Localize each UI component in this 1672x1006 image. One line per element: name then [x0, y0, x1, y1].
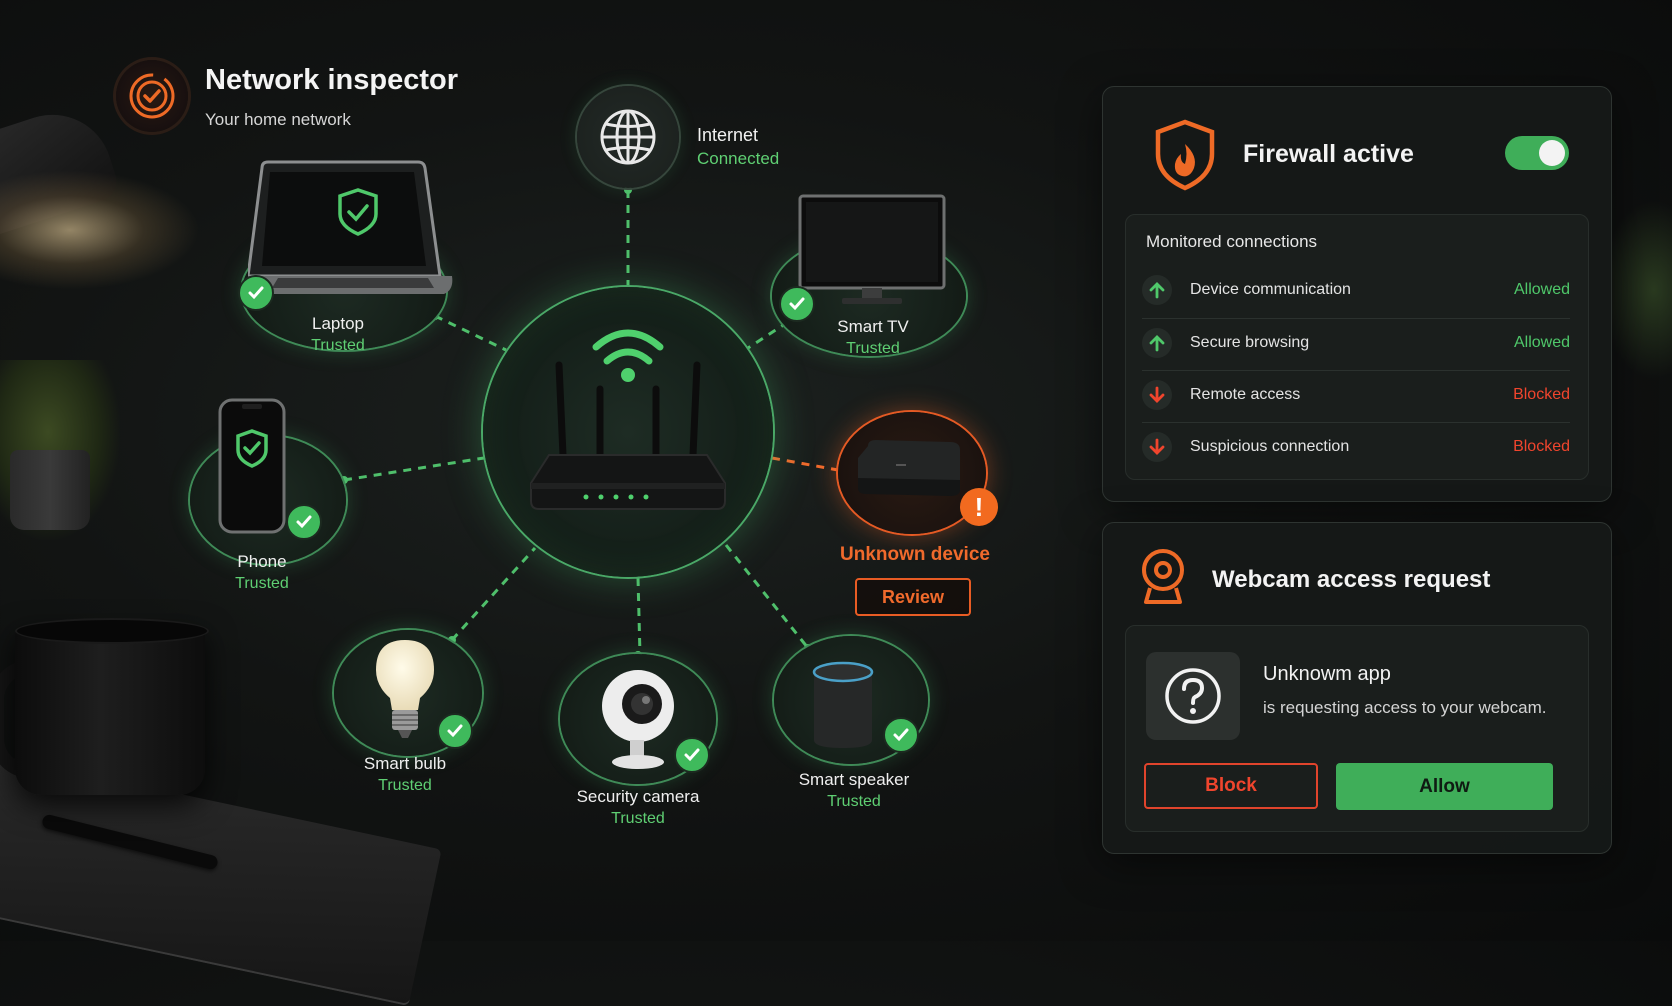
connection-row[interactable]: Device communication Allowed	[1142, 266, 1570, 314]
device-name: Smart speaker	[798, 770, 910, 789]
unknown-app-icon	[1146, 652, 1240, 740]
review-button[interactable]: Review	[855, 578, 971, 616]
internet-label: Internet	[697, 125, 759, 145]
connection-label: Device communication	[1190, 281, 1351, 298]
trusted-check-icon	[779, 286, 815, 322]
router-icon	[530, 329, 726, 510]
lamp-light	[0, 170, 200, 290]
internet-node[interactable]	[577, 86, 679, 188]
link-speaker	[724, 544, 810, 649]
device-name: Laptop	[312, 314, 364, 333]
internet-status: Connected	[697, 149, 780, 168]
link-camera	[636, 577, 642, 656]
link-bulb	[450, 546, 537, 642]
device-label-security-camera: Security camera Trusted	[538, 787, 738, 828]
page-title: Network inspector	[205, 64, 458, 96]
device-status: Trusted	[611, 810, 665, 827]
connection-row[interactable]: Suspicious connection Blocked	[1142, 422, 1570, 471]
device-name: Smart bulb	[363, 754, 447, 773]
device-name: Smart TV	[837, 317, 909, 336]
connection-label: Suspicious connection	[1190, 438, 1350, 455]
device-label-smart-speaker: Smart speaker Trusted	[754, 770, 954, 811]
connection-status: Blocked	[1513, 438, 1570, 455]
connection-label: Remote access	[1190, 386, 1301, 403]
plant-pot	[10, 450, 90, 530]
device-label-laptop: Laptop Trusted	[238, 314, 438, 355]
webcam-title: Webcam access request	[1212, 566, 1491, 593]
connection-label: Secure browsing	[1190, 334, 1310, 351]
firewall-toggle[interactable]	[1505, 136, 1569, 170]
mug-rim	[15, 618, 209, 644]
device-status: Trusted	[827, 793, 881, 810]
camera-icon	[602, 670, 674, 769]
globe-icon	[600, 109, 656, 165]
shield-check-icon	[129, 73, 175, 119]
app-request-description: is requesting access to your webcam.	[1263, 698, 1547, 717]
device-label-smart-tv: Smart TV Trusted	[773, 317, 973, 358]
app-logo	[116, 60, 188, 132]
connections-title: Monitored connections	[1146, 232, 1318, 251]
device-status: Trusted	[846, 340, 900, 357]
device-name: Security camera	[576, 787, 700, 806]
unknown-device-label: Unknown device	[840, 544, 990, 565]
device-status: Trusted	[378, 777, 432, 794]
toggle-knob	[1539, 140, 1565, 166]
link-phone	[343, 456, 485, 482]
firewall-shield-icon	[1155, 119, 1215, 191]
trusted-check-icon	[238, 275, 274, 311]
device-label-phone: Phone Trusted	[162, 552, 362, 593]
router-hub[interactable]	[483, 287, 773, 577]
laptop-icon	[248, 160, 453, 294]
device-status: Trusted	[235, 575, 289, 592]
coffee-mug	[15, 625, 205, 795]
phone-icon	[218, 398, 286, 534]
bulb-icon	[376, 640, 434, 738]
block-button[interactable]: Block	[1144, 763, 1318, 809]
trusted-check-icon	[674, 737, 710, 773]
allow-button[interactable]: Allow	[1336, 763, 1553, 810]
link-laptop	[434, 314, 507, 352]
connection-status: Allowed	[1513, 334, 1570, 351]
firewall-title: Firewall active	[1243, 140, 1414, 168]
plant-right	[1600, 200, 1672, 380]
tv-icon	[798, 194, 946, 304]
arrow-up-icon	[1142, 328, 1172, 358]
speaker-icon	[812, 661, 874, 748]
arrow-up-icon	[1142, 275, 1172, 305]
alert-icon: !	[960, 488, 998, 526]
connection-status: Blocked	[1513, 386, 1570, 403]
set-top-box-icon	[858, 440, 960, 496]
trusted-check-icon	[883, 717, 919, 753]
page-subtitle: Your home network	[205, 110, 351, 129]
trusted-check-icon	[437, 713, 473, 749]
webcam-icon	[1142, 549, 1184, 604]
connection-status: Allowed	[1513, 281, 1570, 298]
arrow-down-icon	[1142, 380, 1172, 410]
arrow-down-icon	[1142, 432, 1172, 462]
link-unknown	[771, 456, 839, 472]
device-name: Phone	[237, 552, 287, 571]
link-tv	[747, 320, 789, 350]
connection-row[interactable]: Remote access Blocked	[1142, 370, 1570, 419]
connections-box	[1125, 214, 1589, 480]
app-name: Unknowm app	[1263, 663, 1391, 685]
device-label-smart-bulb: Smart bulb Trusted	[305, 754, 505, 795]
device-status: Trusted	[311, 337, 365, 354]
question-icon	[1165, 668, 1221, 724]
trusted-check-icon	[286, 504, 322, 540]
connection-row[interactable]: Secure browsing Allowed	[1142, 318, 1570, 367]
